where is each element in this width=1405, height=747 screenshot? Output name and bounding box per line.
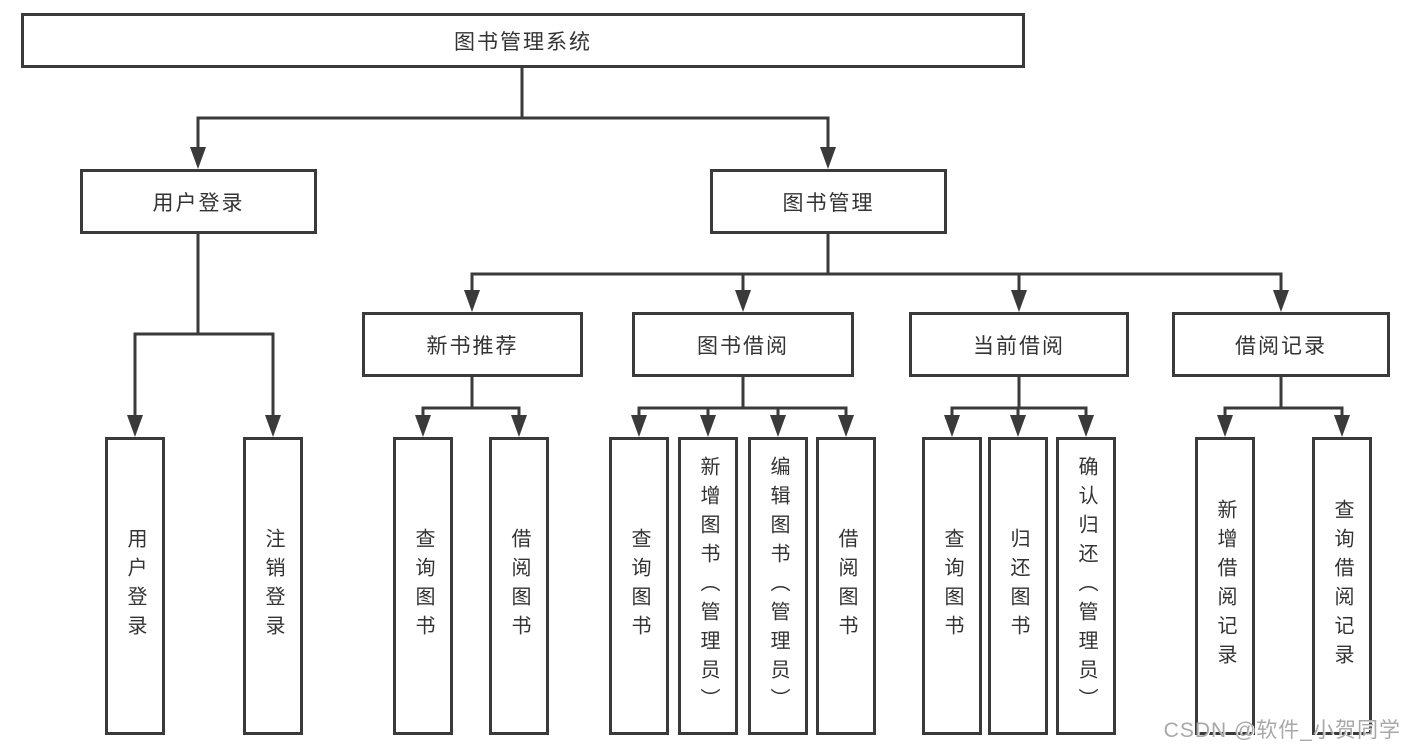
node-current-borrowing: 当前借阅 [909, 312, 1129, 377]
node-label: 借阅图书 [835, 528, 857, 644]
node-user-login: 用户登录 [80, 169, 317, 234]
node-leaf-user-login: 用户登录 [105, 437, 165, 735]
node-new-book-recommendation: 新书推荐 [362, 312, 583, 377]
node-leaf-logout: 注销登录 [243, 437, 303, 735]
node-label: 注销登录 [262, 528, 284, 644]
node-leaf-return-books: 归还图书 [988, 437, 1048, 735]
node-label: 图书管理系统 [454, 30, 592, 54]
node-label: 用户登录 [152, 191, 245, 215]
node-label: 新增图书（管理员） [697, 455, 719, 717]
node-label: 查询图书 [412, 528, 434, 644]
node-leaf-query-books-recommend: 查询图书 [393, 437, 453, 735]
node-leaf-query-books-current: 查询图书 [922, 437, 982, 735]
node-label: 图书管理 [782, 191, 875, 215]
csdn-watermark: CSDN @软件_小贺同学 [1163, 719, 1401, 742]
node-leaf-query-borrow-record: 查询借阅记录 [1312, 437, 1372, 735]
node-label: 查询图书 [628, 528, 650, 644]
node-leaf-confirm-return-admin: 确认归还（管理员） [1056, 437, 1116, 735]
node-label: 当前借阅 [973, 334, 1065, 358]
node-label: 查询借阅记录 [1331, 499, 1353, 673]
node-leaf-add-borrow-record: 新增借阅记录 [1195, 437, 1255, 735]
node-leaf-borrow-books-recommend: 借阅图书 [489, 437, 549, 735]
node-leaf-add-books-admin: 新增图书（管理员） [678, 437, 738, 735]
node-leaf-edit-books-admin: 编辑图书（管理员） [748, 437, 808, 735]
node-book-management: 图书管理 [710, 169, 947, 234]
node-label: 借阅记录 [1235, 334, 1327, 358]
node-label: 查询图书 [941, 528, 963, 644]
node-label: 图书借阅 [697, 334, 789, 358]
node-library-management-system: 图书管理系统 [21, 13, 1025, 68]
node-label: 编辑图书（管理员） [767, 455, 789, 717]
node-leaf-query-books-borrow: 查询图书 [609, 437, 669, 735]
node-borrowing-records: 借阅记录 [1172, 312, 1390, 377]
node-label: 归还图书 [1007, 528, 1029, 644]
node-label: 新书推荐 [426, 334, 519, 358]
node-label: 新增借阅记录 [1214, 499, 1236, 673]
node-leaf-borrow-books: 借阅图书 [816, 437, 876, 735]
node-book-borrowing: 图书借阅 [632, 312, 854, 377]
node-label: 用户登录 [124, 528, 146, 644]
node-label: 确认归还（管理员） [1075, 455, 1097, 717]
node-label: 借阅图书 [508, 528, 530, 644]
